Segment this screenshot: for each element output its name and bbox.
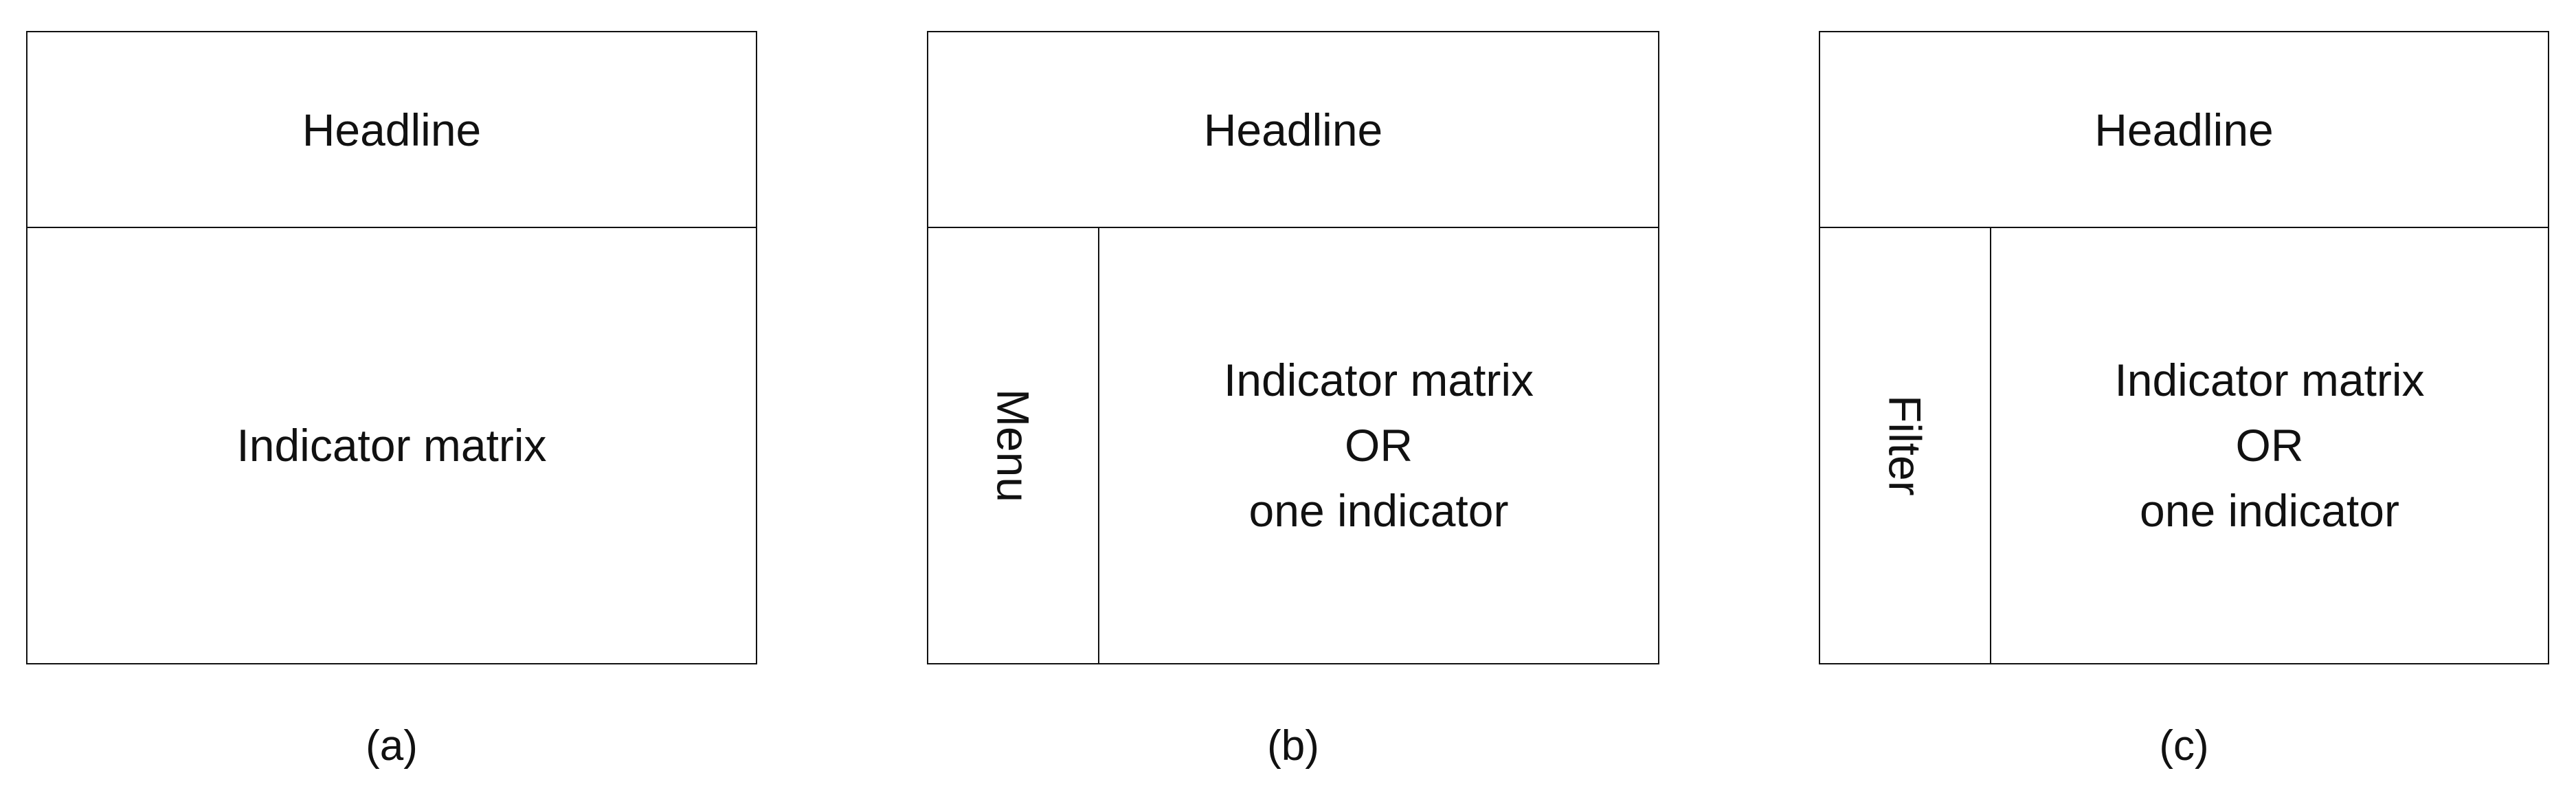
panel-c-content-cell: Indicator matrix OR one indicator	[1991, 228, 2548, 663]
panel-a-content-line: Indicator matrix	[236, 420, 547, 471]
panel-b-caption: (b)	[1267, 722, 1319, 770]
panel-b-headline-label: Headline	[1203, 104, 1383, 155]
panel-b-body: Menu Indicator matrix OR one indicator	[928, 228, 1658, 663]
panel-c-filter-sidebar: Filter	[1820, 228, 1991, 663]
panel-b-box: Headline Menu Indicator matrix OR one in…	[927, 31, 1659, 664]
panel-a-caption: (a)	[366, 722, 418, 770]
panel-a-indicator-matrix-cell: Indicator matrix	[27, 228, 756, 663]
panel-c-filter-label: Filter	[1879, 395, 1931, 496]
panel-a-body: Indicator matrix	[27, 228, 756, 663]
panel-c-content-line: Indicator matrix	[2114, 355, 2425, 405]
panel-b-menu-label: Menu	[987, 388, 1039, 503]
panel-c-box: Headline Filter Indicator matrix OR one …	[1819, 31, 2549, 664]
panel-c-headline-label: Headline	[2094, 104, 2274, 155]
panel-a-box: Headline Indicator matrix	[26, 31, 757, 664]
panel-b-content-cell: Indicator matrix OR one indicator	[1099, 228, 1658, 663]
panel-b-content-line: one indicator	[1248, 485, 1509, 536]
panel-b-content-line: OR	[1345, 420, 1413, 471]
panel-b-menu-sidebar: Menu	[928, 228, 1099, 663]
panel-a-headline-label: Headline	[302, 104, 482, 155]
panel-c-content-line: one indicator	[2140, 485, 2399, 536]
panel-b-content-line: Indicator matrix	[1223, 355, 1534, 405]
panel-a-headline-cell: Headline	[27, 32, 756, 228]
panel-c-caption: (c)	[2159, 722, 2209, 770]
panel-c-content-line: OR	[2235, 420, 2304, 471]
panel-b-headline-cell: Headline	[928, 32, 1658, 228]
panel-c-body: Filter Indicator matrix OR one indicator	[1820, 228, 2548, 663]
panel-c-headline-cell: Headline	[1820, 32, 2548, 228]
